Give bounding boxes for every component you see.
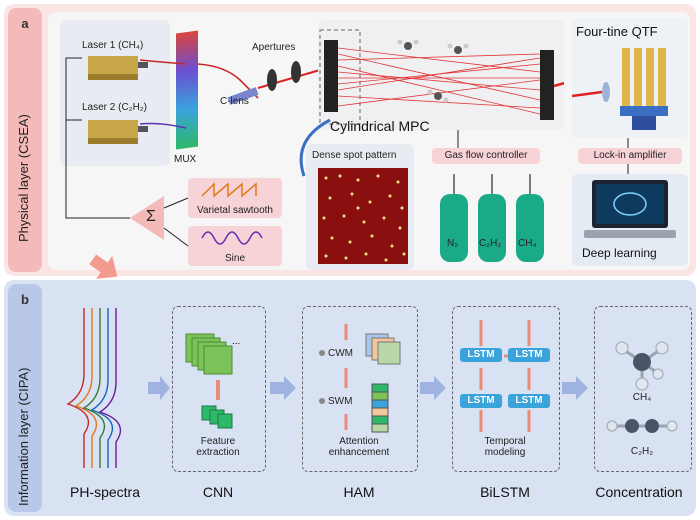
laser2-label: Laser 2 (C₂H₂) — [82, 102, 147, 113]
bilstm-arrows — [479, 320, 531, 432]
gas-cylinders — [440, 174, 544, 262]
cnn-box — [172, 306, 266, 472]
mpc-cell — [319, 29, 564, 125]
svg-text:...: ... — [232, 336, 240, 347]
stage-ph-spectra: PH-spectra — [69, 484, 141, 500]
sine-label: Sine — [224, 253, 245, 264]
gas-c2h2: C₂H₂ — [479, 238, 502, 249]
cwm-label: CWM — [328, 348, 353, 359]
mpc-label: Cylindrical MPC — [330, 118, 430, 134]
qtf-icon — [572, 48, 668, 130]
lstm-cell-4: LSTM — [508, 394, 550, 408]
lstm-cell-1: LSTM — [460, 348, 502, 362]
stage-cnn: CNN — [202, 484, 234, 500]
dense-spot-label: Dense spot pattern — [312, 150, 397, 161]
lstm-cell-2: LSTM — [508, 348, 550, 362]
dense-spot-pattern — [318, 168, 408, 264]
cnn-graphic: ... — [185, 333, 240, 429]
ham-caption: Attention enhancement — [328, 436, 390, 458]
cnn-caption: Feature extraction — [196, 436, 240, 458]
panel-a-tag: a — [21, 15, 29, 31]
sawtooth-box: Varietal sawtooth — [188, 178, 282, 218]
deep-learning-label: Deep learning — [582, 246, 657, 260]
stage-bilstm: BiLSTM — [480, 484, 530, 500]
bilstm-caption: Temporal modeling — [484, 436, 526, 458]
gas-flow-box: Gas flow controller — [432, 148, 540, 164]
optical-path — [139, 59, 321, 129]
qtf-label: Four-tine QTF — [576, 24, 658, 39]
concentration-box — [594, 306, 692, 472]
lockin-box: Lock-in amplifier — [578, 148, 682, 164]
lstm-cell-3: LSTM — [460, 394, 502, 408]
panel-b-tag: b — [21, 291, 29, 307]
ham-graphic — [319, 324, 401, 433]
c2h2-label: C₂H₂ — [630, 446, 654, 457]
swm-label: SWM — [328, 396, 353, 407]
ph-spectra-plot — [66, 308, 122, 468]
mux-label: MUX — [174, 154, 197, 165]
information-layer-sidebar — [8, 284, 42, 512]
stage-ham: HAM — [343, 484, 375, 500]
stage-concentration: Concentration — [595, 484, 683, 500]
laser-modules — [88, 56, 148, 144]
clens-label: C-lens — [220, 96, 249, 107]
sigma-icon: Σ — [146, 208, 156, 225]
bilstm-box — [452, 306, 560, 472]
mpc-box — [318, 20, 564, 130]
molecules-graphic — [606, 341, 678, 433]
ch4-label: CH₄ — [632, 392, 652, 403]
sawtooth-label: Varietal sawtooth — [197, 205, 273, 216]
laser1-label: Laser 1 (CH₄) — [82, 40, 144, 51]
gas-n2: N₂ — [447, 238, 459, 249]
physical-layer-sidebar — [8, 8, 42, 272]
laptop-icon — [584, 180, 676, 238]
information-layer-panel — [4, 280, 696, 516]
apertures-label: Apertures — [252, 42, 296, 53]
sine-box: Sine — [188, 226, 282, 266]
gas-ch4: CH₄ — [518, 238, 537, 249]
summer-shape — [130, 196, 164, 240]
signal-connectors — [65, 57, 629, 279]
ham-box — [302, 306, 418, 472]
